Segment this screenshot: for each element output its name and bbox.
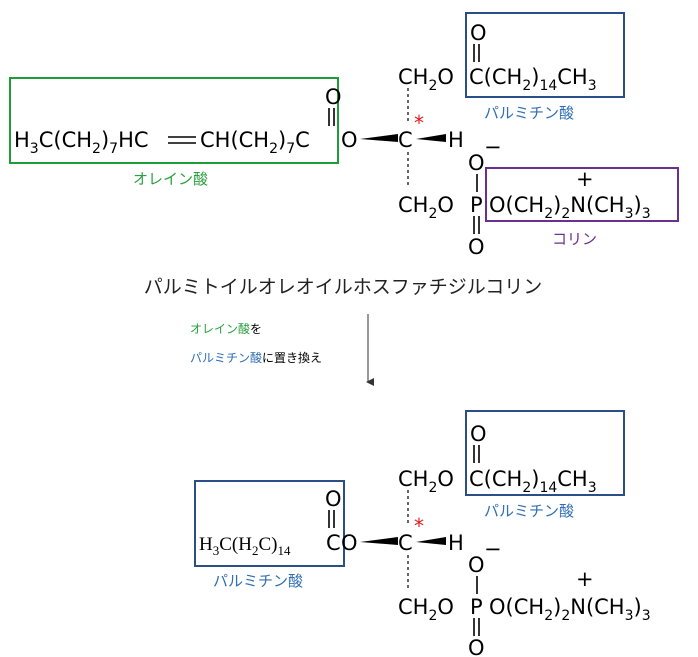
bottom-wedge-right: [416, 537, 446, 545]
annotation-line1: オレイン酸を: [190, 321, 262, 336]
choline-box: [485, 167, 679, 222]
label-palmitic-right: パルミチン酸: [484, 502, 574, 520]
bottom-phosphate-O-double: O: [468, 636, 485, 657]
oleic-carbonyl-O: O: [325, 85, 342, 109]
palmitic-acid-box-left: [194, 480, 345, 567]
phosphorus: P: [470, 193, 483, 217]
oleic-chain-formula-2: CH(CH2)7C: [200, 128, 310, 157]
label-palmitic-left: パルミチン酸: [213, 572, 303, 590]
annotation-line2: パルミチン酸に置き換え: [190, 350, 322, 365]
annotation-palmitic: パルミチン酸: [190, 350, 262, 365]
wedge-bond-left: [360, 134, 398, 142]
bottom-upper-CH2O: CH2O: [398, 467, 454, 496]
bottom-hydrogen: H: [448, 531, 464, 555]
oleic-acid-box: [9, 77, 339, 164]
bottom-wedge-left: [360, 537, 398, 545]
left-carbonyl-O: O: [325, 487, 342, 511]
bottom-minus-sign: −: [484, 537, 502, 561]
chiral-carbon: C: [398, 128, 413, 152]
hydrogen: H: [448, 128, 464, 152]
bottom-chiral-star: *: [414, 514, 424, 538]
annotation-line2-rest: に置き換え: [262, 351, 322, 365]
bottom-lower-CH2O: CH2O: [398, 595, 454, 624]
palmitic-acid-box-top: [465, 12, 625, 98]
label-oleic: オレイン酸: [133, 170, 208, 188]
bottom-chiral-carbon: C: [398, 531, 413, 555]
bottom-molecule: H3C(H2C)14 C O O C * H CH2O O C(CH2)14CH…: [194, 410, 651, 657]
palmitic-chain-formula-top: C(CH2)14CH3: [469, 65, 597, 94]
annotation-line1-rest: を: [250, 322, 262, 336]
palmitic-carbonyl-O-top: O: [470, 21, 487, 45]
annotation-oleic: オレイン酸: [190, 321, 250, 336]
bottom-choline-plus: +: [576, 567, 594, 591]
bottom-phosphorus: P: [470, 595, 483, 619]
palmitic-acid-box-right: [465, 410, 625, 496]
bottom-phosphate-O-minus: O: [468, 553, 485, 577]
palmitic-chain-serif: H3C(H2C)14: [199, 534, 291, 558]
bottom-ester-O: O: [341, 531, 358, 555]
bottom-choline-formula: O(CH2)2N(CH3)3: [489, 595, 651, 624]
compound-title: パルミトイルオレオイルホスファチジルコリン: [144, 276, 543, 298]
choline-plus: +: [576, 167, 594, 191]
lower-CH2O: CH2O: [398, 193, 454, 222]
bottom-palmitic-chain: C(CH2)14CH3: [469, 467, 597, 496]
choline-formula: O(CH2)2N(CH3)3: [489, 193, 651, 222]
left-carbonyl-C: C: [326, 531, 341, 555]
phosphate-O-double: O: [468, 235, 485, 259]
phosphate-O-minus: O: [468, 151, 485, 175]
top-molecule: H3C(CH2)7HC CH(CH2)7C O O C * H CH2O O C…: [9, 12, 679, 259]
label-choline: コリン: [552, 230, 597, 248]
label-palmitic-top: パルミチン酸: [484, 104, 574, 122]
bottom-palmitic-carbonyl-O: O: [470, 422, 487, 446]
chiral-star: *: [414, 111, 424, 135]
upper-CH2O: CH2O: [398, 65, 454, 94]
oleic-chain-formula: H3C(CH2)7HC: [14, 128, 149, 157]
minus-sign-top: −: [484, 135, 502, 159]
wedge-bond-right: [416, 134, 446, 142]
replacement-annotation: オレイン酸を パルミチン酸に置き換え: [190, 314, 374, 386]
oleic-ester-O: O: [341, 128, 358, 152]
